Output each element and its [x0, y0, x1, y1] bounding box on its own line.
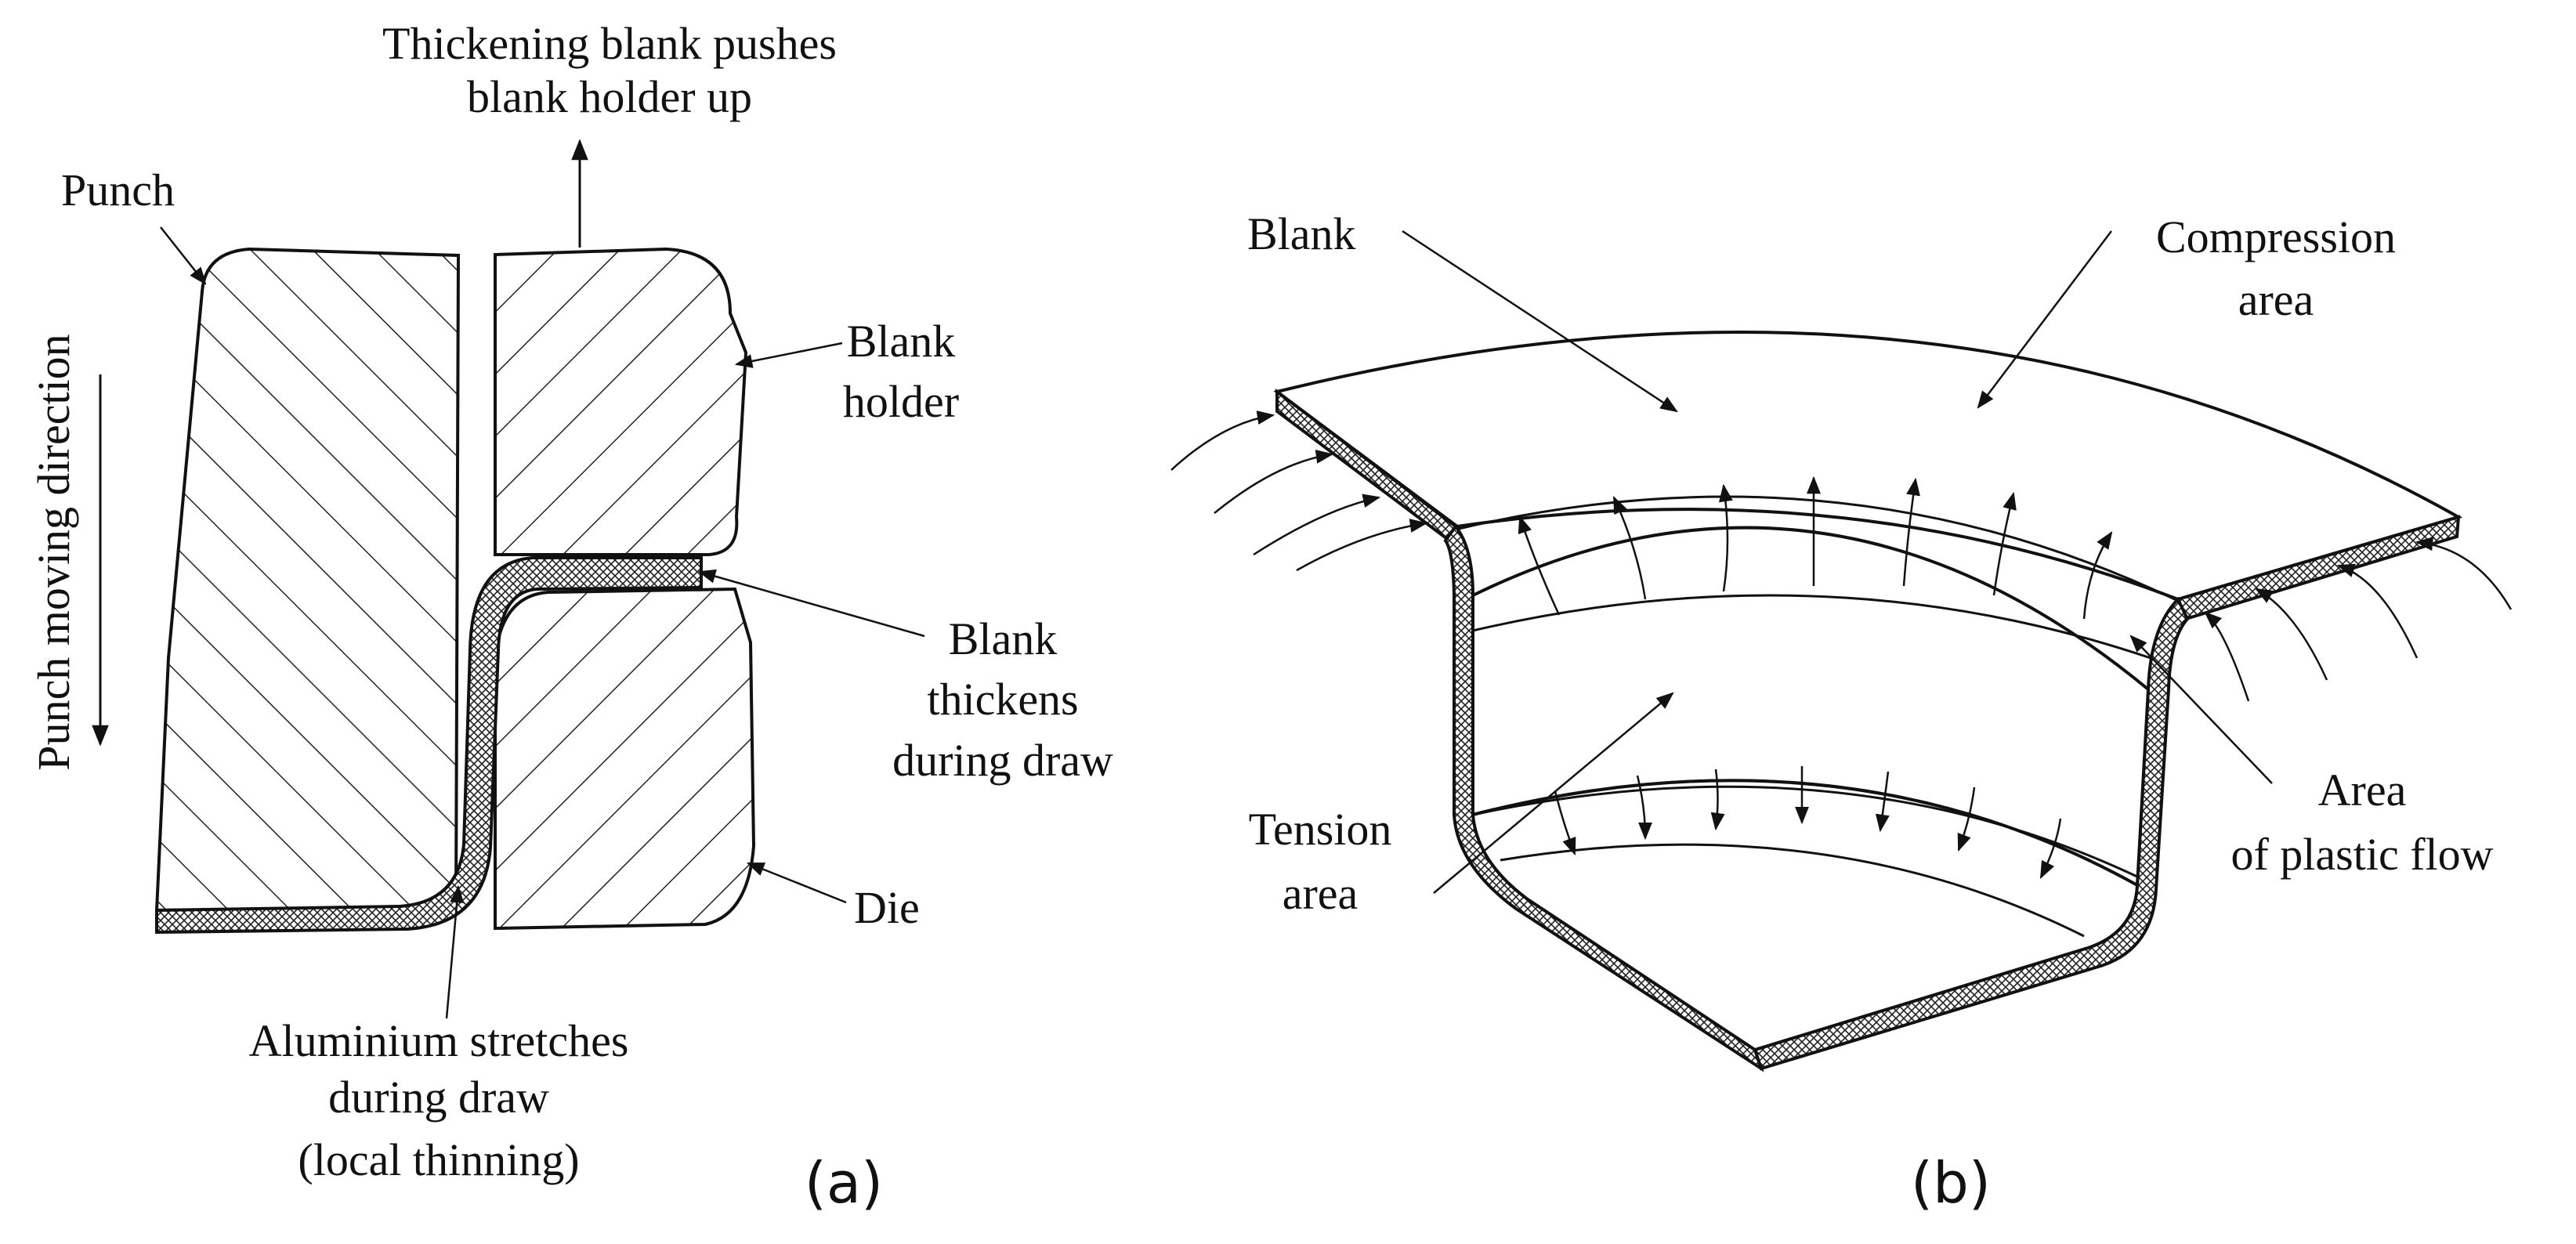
- label-stretch-line3: (local thinning): [298, 1134, 579, 1185]
- panel-a: Thickening blank pushes blank holder up …: [28, 18, 1113, 1216]
- label-blank: Blank: [1247, 208, 1356, 259]
- tension-leader: [1433, 692, 1674, 894]
- label-tension-line2: area: [1283, 868, 1359, 919]
- label-compression-line1: Compression: [2156, 212, 2396, 262]
- cup-bottom-surface: [1471, 779, 2140, 1052]
- punch-body: [154, 247, 461, 913]
- blank-holder-body: [494, 247, 748, 556]
- label-tension-line1: Tension: [1249, 804, 1392, 855]
- label-top-line1: Thickening blank pushes: [382, 18, 837, 69]
- label-holder-line2: holder: [843, 376, 959, 427]
- caption-b: (b): [1911, 1150, 1991, 1216]
- label-thickens-line3: during draw: [892, 735, 1113, 786]
- holder-leader: [734, 342, 843, 368]
- plastic-leader: [2129, 635, 2273, 784]
- label-plastic-line2: of plastic flow: [2230, 829, 2493, 880]
- thickens-leader: [697, 569, 925, 638]
- die-leader: [746, 862, 847, 904]
- upper-band-top: [1458, 495, 2180, 603]
- lower-band-bottom: [1500, 843, 2085, 938]
- die-body: [494, 587, 756, 931]
- label-punch: Punch: [61, 165, 175, 215]
- label-stretch-line1: Aluminium stretches: [249, 1015, 629, 1066]
- compression-leader: [1977, 230, 2112, 409]
- upper-flow-arrows: [1518, 476, 2113, 620]
- lower-flow-arrows: [1554, 766, 2062, 880]
- label-die: Die: [854, 882, 920, 933]
- label-thickens-line2: thickens: [927, 674, 1078, 725]
- left-flow-arrows: [1170, 410, 1428, 572]
- label-holder-line1: Blank: [847, 316, 956, 367]
- label-thickens-line1: Blank: [949, 613, 1058, 664]
- lower-band-top: [1472, 785, 2140, 879]
- right-flow-arrows: [2204, 537, 2513, 702]
- caption-a: (a): [805, 1150, 883, 1216]
- upper-band-bottom: [1472, 594, 2151, 660]
- flange-surface: [1273, 331, 2463, 602]
- panel-b: Blank Compression area Tension area Area…: [1170, 208, 2513, 1216]
- label-compression-line2: area: [2238, 274, 2314, 325]
- label-plastic-line1: Area: [2318, 765, 2407, 815]
- punch-leader: [160, 226, 207, 285]
- stretch-leader: [445, 884, 465, 1019]
- label-punch-direction: Punch moving direction: [28, 334, 79, 770]
- blank-leader: [1402, 230, 1678, 413]
- label-top-line2: blank holder up: [467, 71, 752, 122]
- label-stretch-line2: during draw: [328, 1072, 549, 1123]
